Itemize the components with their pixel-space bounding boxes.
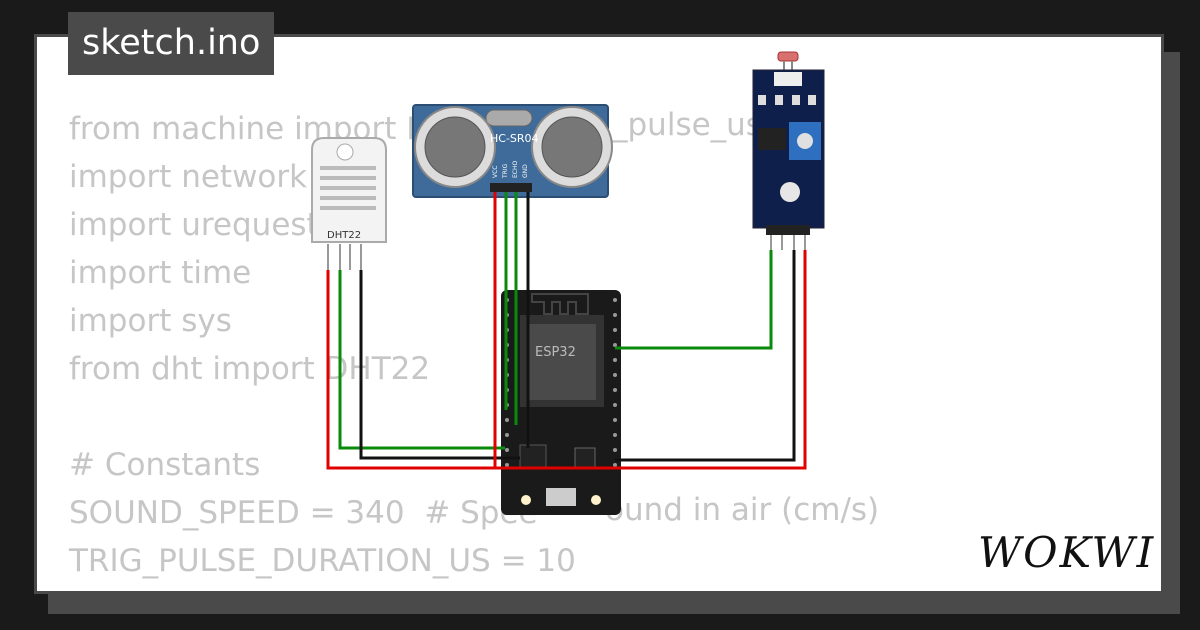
- dht22-sensor[interactable]: DHT22: [311, 137, 387, 270]
- code-line: import urequest: [69, 207, 319, 243]
- code-line: import sys: [69, 303, 232, 339]
- ultrasonic-label: HC-SR04: [490, 132, 539, 145]
- wire-dht-vcc: [326, 270, 500, 470]
- filename-tab[interactable]: sketch.ino: [68, 12, 275, 75]
- wire-ldr-signal: [615, 250, 773, 350]
- wire-dht-data: [338, 270, 505, 450]
- code-line: TRIG_PULSE_DURATION_US = 10: [69, 543, 576, 579]
- pin-label-trig: TRIG: [502, 163, 509, 179]
- code-fragment-pulse: _pulse_us: [611, 107, 762, 143]
- ultrasonic-sensor[interactable]: HC-SR04 VCC TRIG ECHO GND: [412, 104, 613, 198]
- dht22-label: DHT22: [327, 230, 361, 241]
- code-line: import time: [69, 255, 252, 291]
- pin-label-vcc: VCC: [492, 166, 499, 178]
- esp32-board[interactable]: ESP32: [501, 290, 621, 515]
- wire-dht-gnd: [359, 270, 520, 460]
- wire-ldr-vcc: [500, 250, 807, 470]
- wokwi-logo[interactable]: WOKWI: [978, 528, 1156, 577]
- pin-label-gnd: GND: [522, 164, 529, 178]
- code-line: import network: [69, 159, 308, 195]
- code-line: from dht import DHT22: [69, 351, 431, 387]
- code-line: from machine import P: [69, 111, 425, 147]
- pin-label-echo: ECHO: [512, 161, 519, 178]
- wires: [326, 192, 807, 470]
- ldr-module[interactable]: [752, 51, 825, 250]
- esp32-label: ESP32: [535, 345, 576, 360]
- wire-ldr-gnd: [615, 250, 796, 462]
- code-line: # Constants: [69, 447, 261, 483]
- code-fragment-air: ound in air (cm/s): [605, 492, 879, 528]
